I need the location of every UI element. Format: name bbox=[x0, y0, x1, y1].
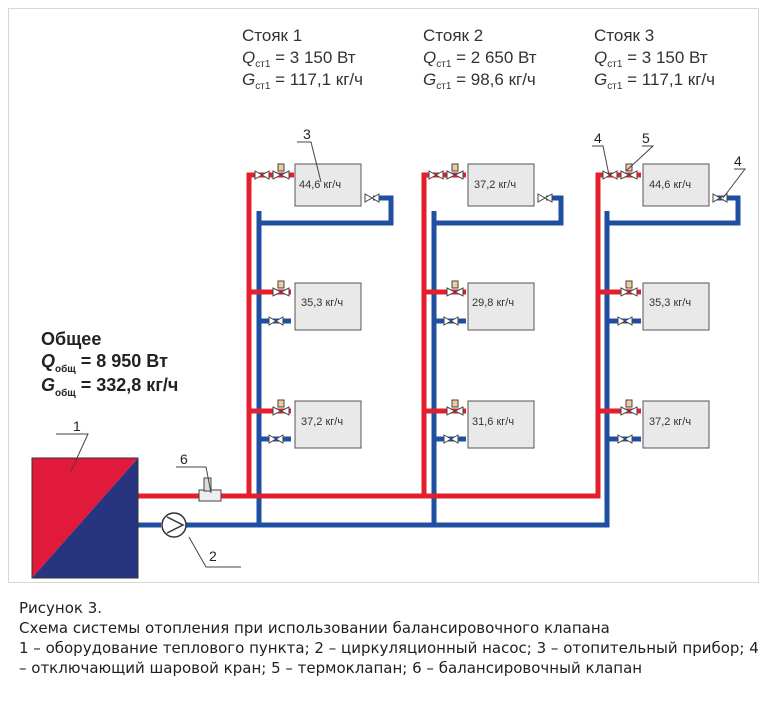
callout-1: 1 bbox=[73, 418, 81, 434]
radiator: 44,6 кг/ч bbox=[642, 163, 710, 207]
thermo-valve-icon bbox=[272, 406, 290, 416]
callout-4: 4 bbox=[734, 153, 742, 169]
thermo-valve-icon bbox=[446, 170, 464, 180]
thermo-valve-icon bbox=[620, 170, 638, 180]
thermo-valve-icon bbox=[272, 287, 290, 297]
thermo-valve-icon bbox=[620, 287, 638, 297]
riser-1-header: Стояк 1 Qст1 = 3 150 Вт Gст1 = 117,1 кг/… bbox=[242, 26, 363, 92]
svg-text:37,2 кг/ч: 37,2 кг/ч bbox=[649, 416, 691, 428]
riser-title: Стояк 1 bbox=[242, 26, 302, 45]
radiator: 31,6 кг/ч bbox=[467, 400, 535, 449]
svg-text:Qст1 = 3 150 Вт: Qст1 = 3 150 Вт bbox=[242, 48, 356, 70]
total-block: Общее Qобщ = 8 950 Вт Gобщ = 332,8 кг/ч bbox=[41, 329, 178, 399]
svg-text:Gст1 = 117,1 кг/ч: Gст1 = 117,1 кг/ч bbox=[242, 70, 363, 92]
ball-valve-icon bbox=[428, 170, 444, 180]
svg-text:44,6 кг/ч: 44,6 кг/ч bbox=[299, 179, 341, 191]
figure-caption: Рисунок 3. Схема системы отопления при и… bbox=[19, 598, 759, 678]
radiator-group: 44,6 кг/ч 35,3 кг/ч 37,2 кг/ч 37,2 кг/ч … bbox=[294, 163, 710, 449]
svg-text:44,6 кг/ч: 44,6 кг/ч bbox=[649, 179, 691, 191]
pump-icon bbox=[161, 512, 187, 538]
svg-text:Gст1 = 117,1 кг/ч: Gст1 = 117,1 кг/ч bbox=[594, 70, 715, 92]
ball-valve-icon bbox=[617, 316, 633, 326]
callouts bbox=[56, 141, 747, 568]
radiator: 37,2 кг/ч bbox=[467, 163, 535, 207]
ball-valve-icon bbox=[602, 170, 618, 180]
diagram-frame: Стояк 1 Qст1 = 3 150 Вт Gст1 = 117,1 кг/… bbox=[8, 8, 759, 583]
ball-valve-icon bbox=[254, 170, 270, 180]
callout-4: 4 bbox=[594, 130, 602, 146]
ball-valve-icon bbox=[443, 316, 459, 326]
thermo-valve-icon bbox=[620, 406, 638, 416]
heating-schematic: Стояк 1 Qст1 = 3 150 Вт Gст1 = 117,1 кг/… bbox=[31, 26, 747, 579]
svg-text:Qст1 = 3 150 Вт: Qст1 = 3 150 Вт bbox=[594, 48, 708, 70]
caption-title: Схема системы отопления при использовани… bbox=[19, 619, 610, 637]
callout-3: 3 bbox=[303, 126, 311, 142]
svg-text:Qобщ = 8 950 Вт: Qобщ = 8 950 Вт bbox=[41, 351, 168, 375]
drain-stubs bbox=[257, 507, 436, 525]
radiator: 37,2 кг/ч bbox=[294, 400, 362, 449]
radiator: 35,3 кг/ч bbox=[294, 282, 362, 331]
ball-valve-icon bbox=[268, 434, 284, 444]
riser-2-header: Стояк 2 Qст1 = 2 650 Вт Gст1 = 98,6 кг/ч bbox=[423, 26, 537, 92]
thermo-valve-icon bbox=[272, 170, 290, 180]
callout-2: 2 bbox=[209, 548, 217, 564]
ball-valve-icon bbox=[537, 193, 553, 203]
svg-text:Gобщ = 332,8 кг/ч: Gобщ = 332,8 кг/ч bbox=[41, 375, 178, 399]
svg-text:37,2 кг/ч: 37,2 кг/ч bbox=[474, 179, 516, 191]
riser-3-header: Стояк 3 Qст1 = 3 150 Вт Gст1 = 117,1 кг/… bbox=[594, 26, 715, 92]
ball-valve-icon bbox=[443, 434, 459, 444]
caption-legend: 1 – оборудование теплового пункта; 2 – ц… bbox=[19, 639, 764, 677]
svg-text:31,6 кг/ч: 31,6 кг/ч bbox=[472, 416, 514, 428]
callout-6: 6 bbox=[180, 451, 188, 467]
radiator: 44,6 кг/ч bbox=[294, 163, 362, 207]
callout-5: 5 bbox=[642, 130, 650, 146]
ball-valve-icon bbox=[712, 193, 728, 203]
radiator: 29,8 кг/ч bbox=[467, 282, 535, 331]
svg-text:Gст1 = 98,6 кг/ч: Gст1 = 98,6 кг/ч bbox=[423, 70, 536, 92]
svg-text:Qст1 = 2 650 Вт: Qст1 = 2 650 Вт bbox=[423, 48, 537, 70]
valve-symbols bbox=[254, 163, 728, 444]
return-pipes bbox=[138, 195, 741, 528]
radiator: 35,3 кг/ч bbox=[642, 282, 710, 331]
svg-text:37,2 кг/ч: 37,2 кг/ч bbox=[301, 416, 343, 428]
riser-title: Стояк 3 bbox=[594, 26, 654, 45]
svg-text:29,8 кг/ч: 29,8 кг/ч bbox=[472, 297, 514, 309]
caption-figure-number: Рисунок 3. bbox=[19, 599, 103, 617]
thermo-valve-icon bbox=[446, 406, 464, 416]
radiator: 37,2 кг/ч bbox=[642, 400, 710, 449]
ball-valve-icon bbox=[268, 316, 284, 326]
thermo-valve-icon bbox=[446, 287, 464, 297]
ball-valve-icon bbox=[364, 193, 380, 203]
svg-text:Общее: Общее bbox=[41, 329, 101, 349]
ball-valve-icon bbox=[617, 434, 633, 444]
heat-unit-icon bbox=[31, 457, 139, 579]
svg-text:35,3 кг/ч: 35,3 кг/ч bbox=[301, 297, 343, 309]
riser-title: Стояк 2 bbox=[423, 26, 483, 45]
svg-text:35,3 кг/ч: 35,3 кг/ч bbox=[649, 297, 691, 309]
